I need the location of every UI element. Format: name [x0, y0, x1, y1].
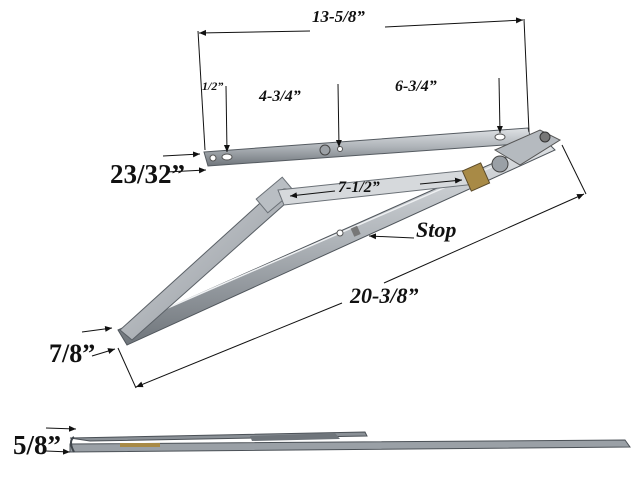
middle-to-end-label: 6-3/4” — [395, 78, 437, 95]
closed-height-label: 5/8” — [13, 430, 62, 460]
stop-label: Stop — [416, 217, 457, 242]
link-arm-length-label: 7-1/2” — [338, 179, 380, 196]
closed-profile-view — [69, 431, 631, 453]
track-length-label: 20-3/8” — [350, 283, 419, 308]
overall-length-label: 13-5/8” — [312, 7, 365, 26]
end-hole-offset-label: 1/2” — [202, 79, 224, 93]
top-arm — [203, 127, 533, 167]
diagonal-arm — [119, 176, 296, 341]
top-arm-width-label: 23/32” — [110, 159, 186, 189]
link-arm — [277, 129, 562, 206]
dimension-lines — [45, 17, 587, 455]
track-width-label: 7/8” — [49, 339, 96, 368]
hole-to-middle-label: 4-3/4” — [259, 88, 301, 105]
